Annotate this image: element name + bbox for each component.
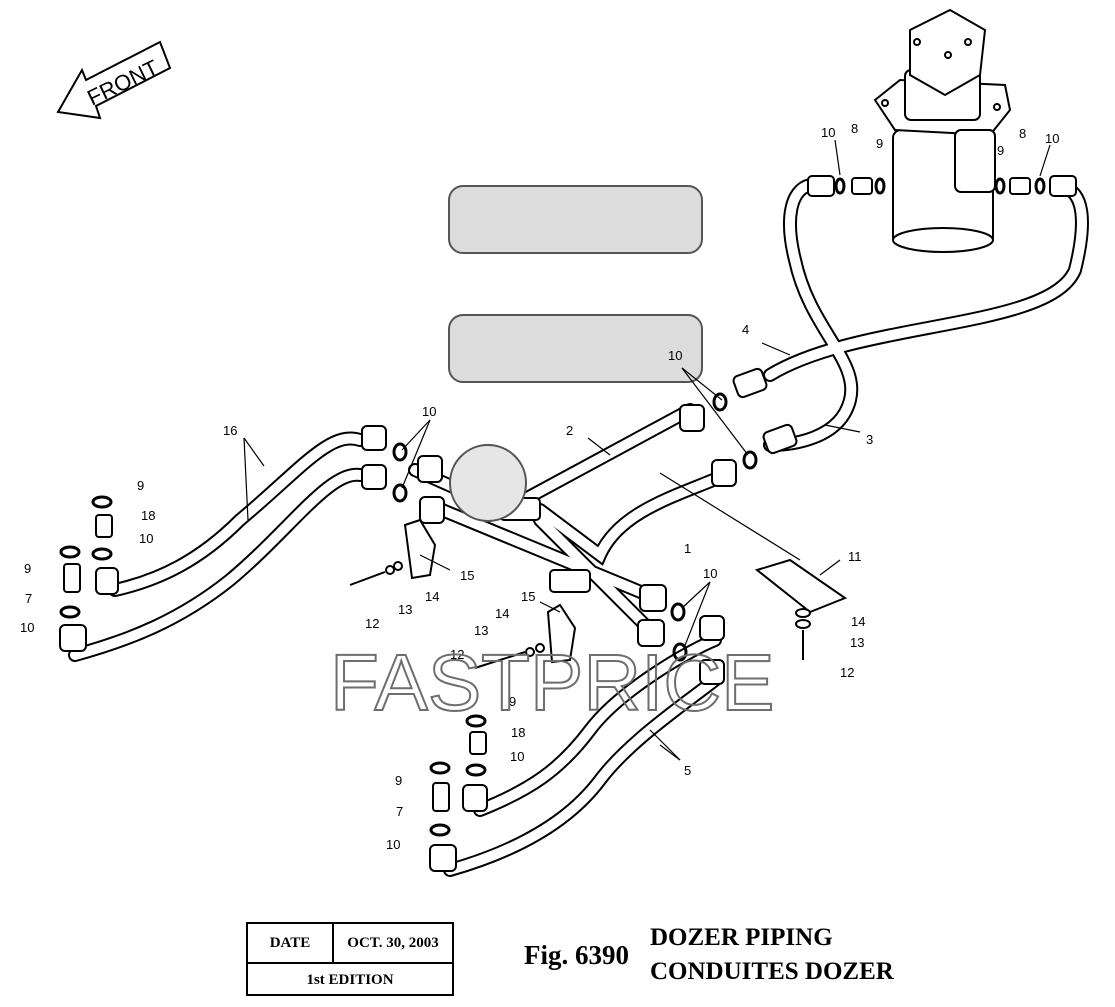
callouts: 1 2 3 4 5 7 7 8 8 9 9 9 9 9 9 10 10 10 1…	[20, 121, 1059, 852]
callout-9e: 9	[509, 694, 516, 709]
callout-10b: 10	[1045, 131, 1059, 146]
callout-18a: 18	[141, 508, 155, 523]
callout-9f: 9	[395, 773, 402, 788]
blank-label-box-2	[448, 314, 703, 383]
callout-9a: 9	[876, 136, 883, 151]
blank-label-box-1	[448, 185, 703, 254]
clamps-and-bolts	[349, 518, 848, 669]
callout-7a: 7	[25, 591, 32, 606]
callout-9b: 9	[997, 143, 1004, 158]
callout-16: 16	[223, 423, 237, 438]
callout-12b: 12	[450, 647, 464, 662]
callout-14a: 14	[425, 589, 439, 604]
title-block: DATE OCT. 30, 2003 1st EDITION	[246, 922, 454, 996]
callout-12c: 12	[840, 665, 854, 680]
callout-13b: 13	[474, 623, 488, 638]
title-english: DOZER PIPING	[650, 924, 833, 951]
callout-8b: 8	[1019, 126, 1026, 141]
callout-2: 2	[566, 423, 573, 438]
callout-5: 5	[684, 763, 691, 778]
title-block-row-date: DATE OCT. 30, 2003	[248, 924, 452, 964]
callout-9c: 9	[137, 478, 144, 493]
leader-lines	[243, 139, 1051, 761]
callout-10d: 10	[422, 404, 436, 419]
fittings	[59, 175, 1077, 872]
swivel-joint	[873, 8, 1012, 253]
callout-10i: 10	[386, 837, 400, 852]
callout-10f: 10	[139, 531, 153, 546]
watermark: FASTPRICE	[330, 638, 775, 727]
callout-9d: 9	[24, 561, 31, 576]
callout-13a: 13	[398, 602, 412, 617]
callout-10g: 10	[20, 620, 34, 635]
callout-10e: 10	[703, 566, 717, 581]
callout-4: 4	[742, 322, 749, 337]
date-value: OCT. 30, 2003	[347, 934, 439, 951]
callout-10h: 10	[510, 749, 524, 764]
title-french: CONDUITES DOZER	[650, 958, 894, 985]
callout-7b: 7	[396, 804, 403, 819]
callout-10c: 10	[668, 348, 682, 363]
figure-number: Fig. 6390	[524, 940, 629, 970]
callout-10a: 10	[821, 125, 835, 140]
front-arrow-icon: FRONT	[56, 40, 172, 120]
callout-3: 3	[866, 432, 873, 447]
callout-15b: 15	[521, 589, 535, 604]
callout-1: 1	[684, 541, 691, 556]
callout-8a: 8	[851, 121, 858, 136]
callout-14b: 14	[495, 606, 509, 621]
callout-15a: 15	[460, 568, 474, 583]
date-label: DATE	[248, 924, 334, 962]
callout-18b: 18	[511, 725, 525, 740]
callout-13c: 13	[850, 635, 864, 650]
o-rings	[59, 177, 1046, 837]
callout-11: 11	[848, 549, 862, 564]
pipe-lines-inner	[70, 180, 1087, 875]
callout-14c: 14	[851, 614, 865, 629]
detail-reference-circle	[449, 444, 527, 522]
callout-12a: 12	[365, 616, 379, 631]
edition-label: 1st EDITION	[306, 971, 394, 988]
